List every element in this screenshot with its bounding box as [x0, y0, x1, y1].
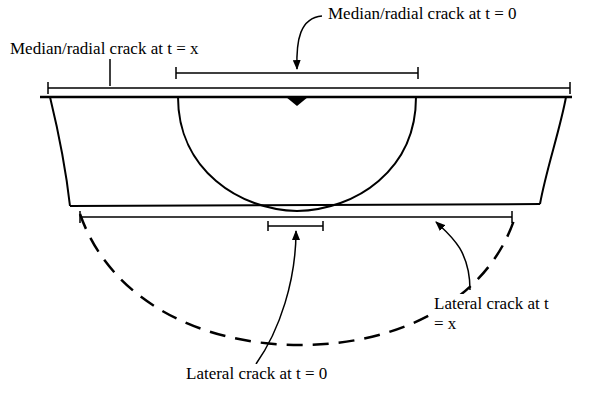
label-median-initial: Median/radial crack at t = 0 [326, 4, 518, 24]
label-lateral-grown: Lateral crack at t = x [432, 294, 556, 333]
dimension-brackets [48, 67, 570, 231]
label-median-grown: Median/radial crack at t = x [8, 39, 200, 59]
median-crack-initial [178, 97, 416, 211]
lateral-crack-line [70, 204, 540, 206]
indent-symbol [286, 97, 308, 106]
median-crack-grown-left [50, 97, 70, 206]
label-lateral-initial: Lateral crack at t = 0 [184, 364, 329, 384]
leader-lines [110, 16, 470, 364]
median-crack-grown-right [540, 97, 566, 204]
